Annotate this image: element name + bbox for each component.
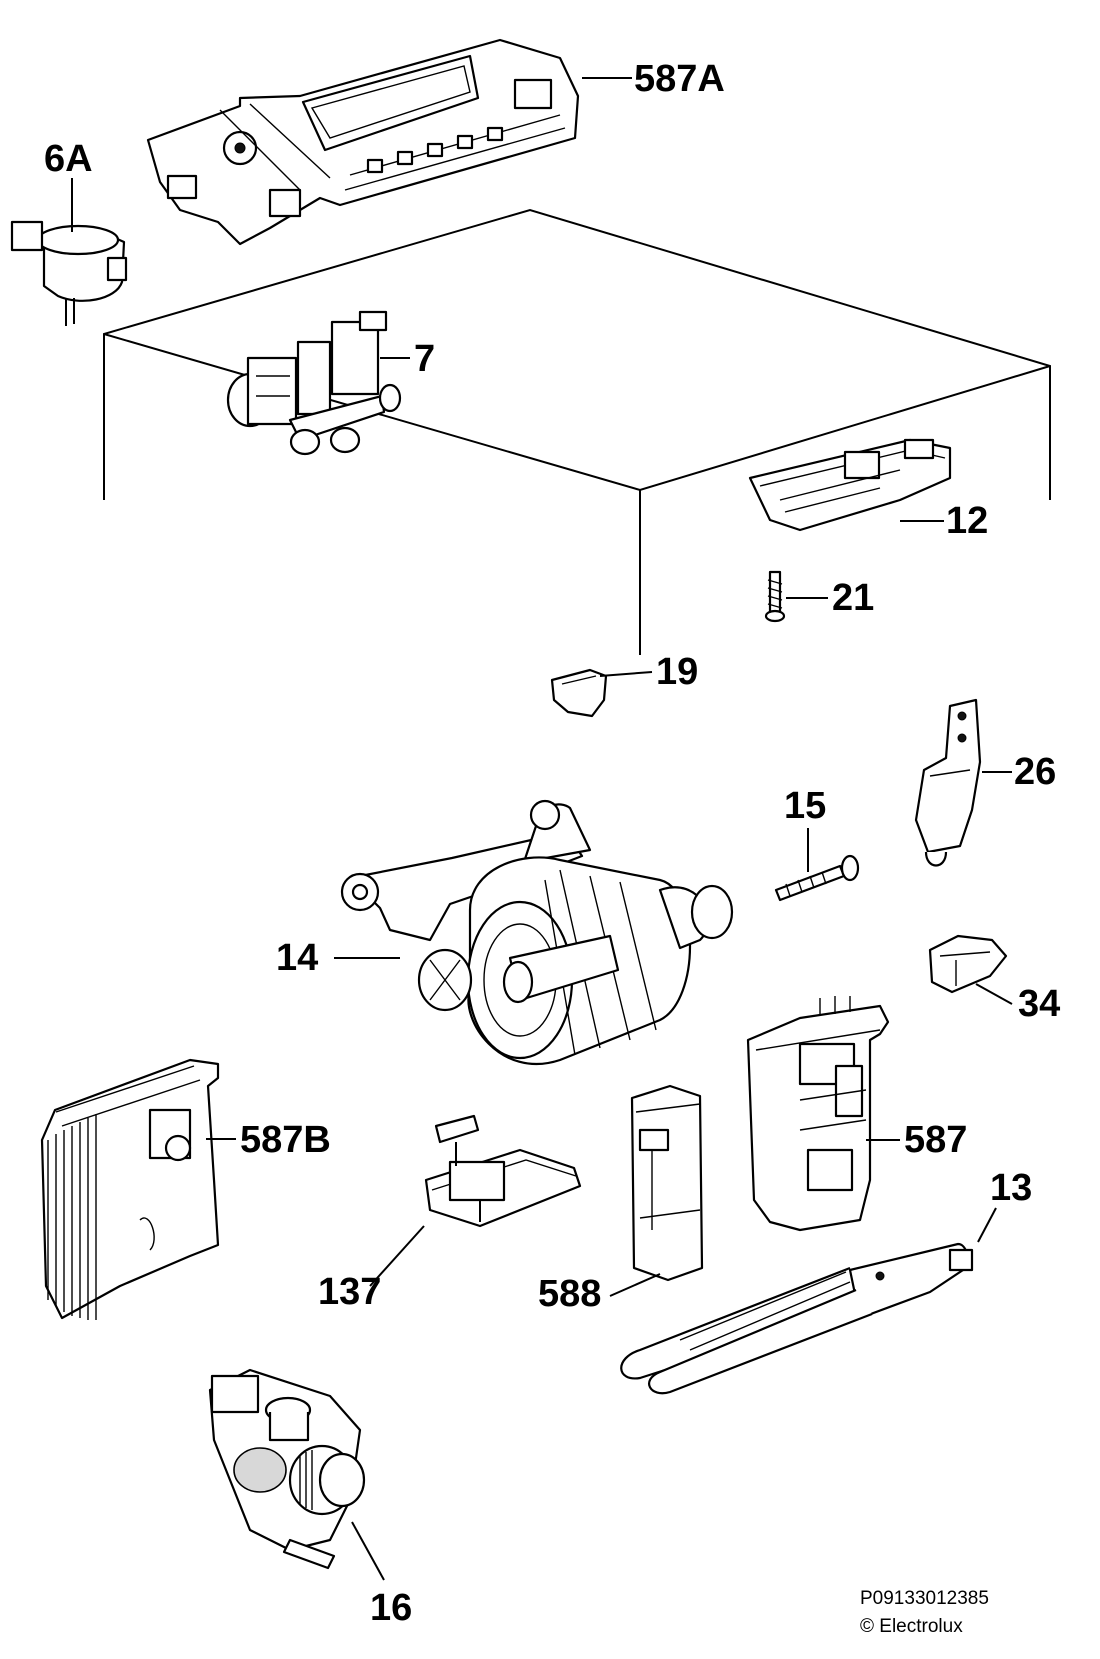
callout-15: 15 (784, 785, 826, 827)
callout-588: 588 (538, 1273, 601, 1315)
drain-pump-16 (208, 1368, 366, 1570)
module-587b (40, 1058, 220, 1320)
leader-16 (351, 1521, 385, 1581)
cabinet-outline (103, 208, 1051, 655)
clip-19 (550, 668, 608, 718)
callout-21: 21 (832, 577, 874, 619)
callout-16: 16 (370, 1587, 412, 1629)
callout-587b: 587B (240, 1119, 331, 1161)
motor-board-587 (746, 996, 890, 1232)
callout-12: 12 (946, 500, 988, 542)
callout-19: 19 (656, 651, 698, 693)
inlet-valve-7 (226, 310, 402, 456)
pressure-switch-6a (10, 220, 128, 326)
leader-13 (977, 1207, 997, 1243)
callout-14: 14 (276, 937, 318, 979)
sensor-137 (424, 1114, 582, 1228)
door-lock-26 (914, 698, 982, 867)
callout-34: 34 (1018, 983, 1060, 1025)
callout-26: 26 (1014, 751, 1056, 793)
callout-7: 7 (414, 338, 435, 380)
screw-21 (764, 570, 786, 623)
leader-19 (599, 671, 653, 677)
callout-13: 13 (990, 1167, 1032, 1209)
leader-588 (609, 1273, 661, 1297)
filter-bracket-12 (748, 438, 952, 532)
leader-137 (369, 1225, 425, 1287)
motor-14 (340, 799, 734, 1066)
heating-element-13 (620, 1242, 974, 1395)
copyright: © Electrolux (860, 1616, 963, 1637)
screw-15 (774, 854, 860, 902)
callout-587: 587 (904, 1119, 967, 1161)
housing-34 (928, 934, 1008, 994)
callout-labels: 587A 6A 7 12 21 19 26 15 14 34 587B 587 … (44, 58, 1060, 1629)
callout-6a: 6A (44, 138, 93, 180)
control-board-587a (146, 38, 580, 246)
diagram-code: P09133012385 (860, 1588, 989, 1609)
callout-137: 137 (318, 1271, 381, 1313)
callout-587a: 587A (634, 58, 725, 100)
capacitor-588 (630, 1084, 704, 1282)
leader-34 (975, 983, 1013, 1005)
